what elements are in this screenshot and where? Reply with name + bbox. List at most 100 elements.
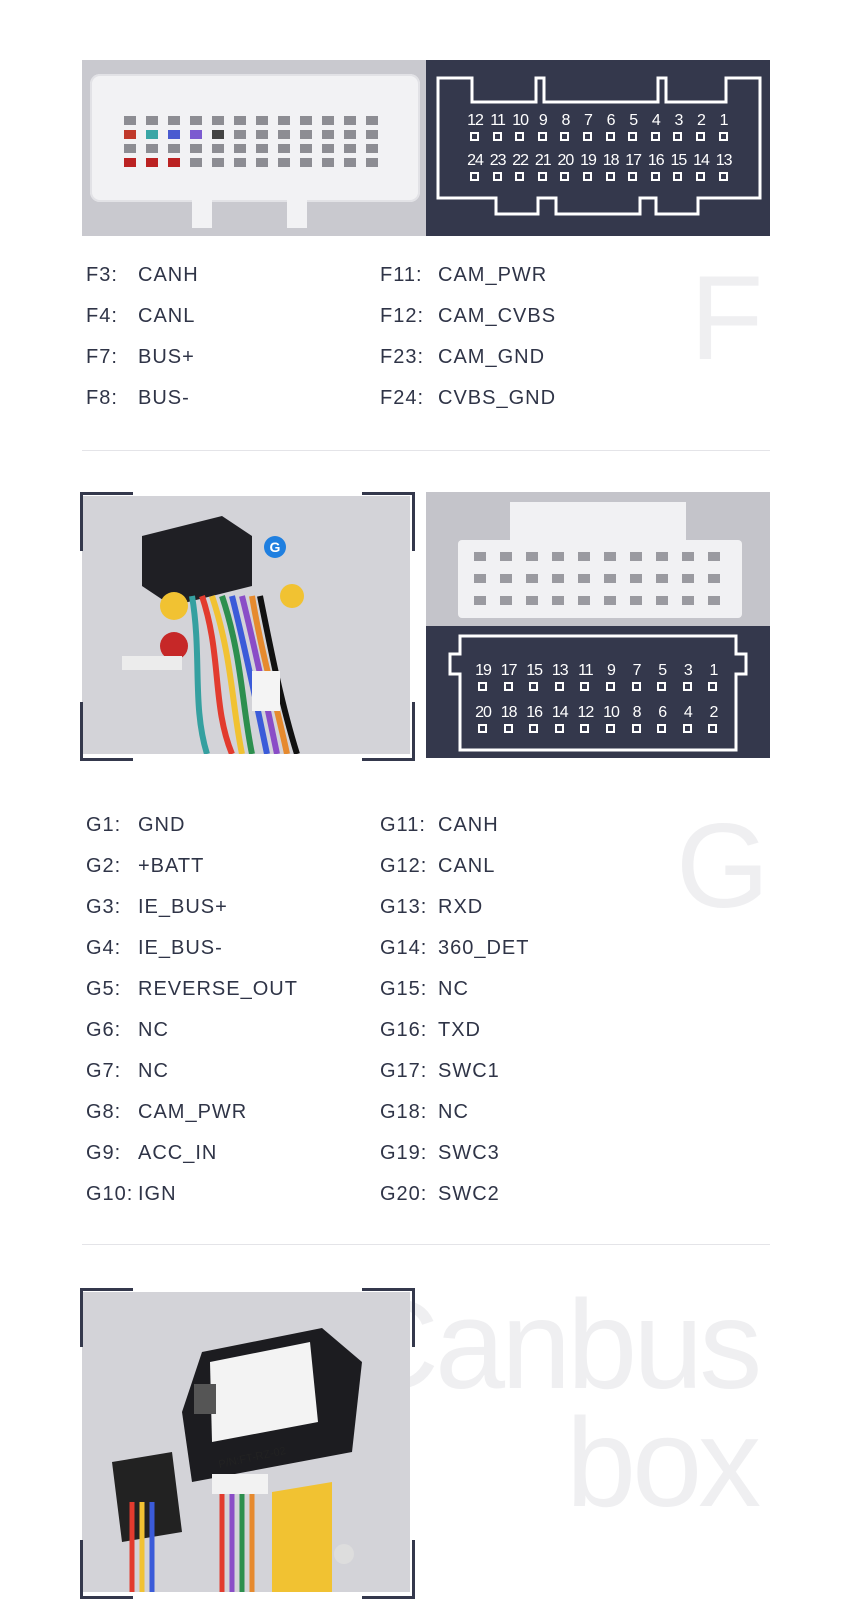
pin-socket	[657, 724, 667, 733]
pin-cavity	[234, 158, 246, 167]
pin-cavity	[278, 158, 290, 167]
pin-number: 11	[490, 112, 506, 129]
pin-label-row: G1:GND	[86, 814, 185, 837]
pin-number: 19	[580, 152, 597, 169]
pin-number: 8	[632, 704, 642, 721]
canbus-title-line1: Canbus	[348, 1274, 762, 1415]
pin-cavity	[146, 116, 158, 125]
signal-name: CAM_PWR	[438, 264, 548, 286]
pin-number: 14	[693, 152, 710, 169]
pin-socket	[650, 132, 660, 141]
signal-name: CANH	[138, 264, 199, 286]
signal-name: CANL	[438, 855, 496, 877]
pin-cavity	[278, 116, 290, 125]
pin-socket	[696, 172, 705, 181]
connector-g-outline	[448, 634, 748, 752]
pin-id: G20:	[380, 1183, 428, 1205]
pin-socket	[537, 132, 547, 141]
pin-cavity	[322, 144, 334, 153]
pin-socket	[470, 132, 479, 141]
pin-cavity	[552, 574, 564, 583]
pin-socket	[696, 132, 705, 141]
pin-socket	[673, 132, 683, 141]
pin-cavity	[146, 158, 158, 167]
pin-number: 3	[674, 112, 683, 129]
pin-label-row: G11:CANH	[380, 814, 499, 837]
pin-id: G15:	[380, 978, 428, 1000]
signal-name: TXD	[438, 1019, 481, 1041]
signal-name: NC	[138, 1060, 169, 1082]
pin-id: G9:	[86, 1142, 122, 1164]
pin-id: F3:	[86, 264, 118, 286]
connector-g-photo	[426, 492, 770, 626]
pin-socket	[682, 724, 692, 733]
pin-cavity	[500, 552, 512, 561]
pin-cavity	[500, 596, 512, 605]
signal-name: REVERSE_OUT	[138, 978, 298, 1000]
pin-socket	[605, 132, 615, 141]
pin-cavity	[604, 552, 616, 561]
pin-cavity	[190, 116, 202, 125]
pin-socket	[470, 172, 479, 181]
pin-number: 4	[683, 704, 693, 721]
pin-cavity	[708, 552, 720, 561]
pin-label-row: F7:BUS+	[86, 346, 195, 369]
pin-label-row: G20:SWC2	[380, 1183, 500, 1206]
signal-name: NC	[138, 1019, 169, 1041]
signal-name: CVBS_GND	[438, 387, 557, 409]
pin-cavity	[682, 596, 694, 605]
pin-cavity	[124, 130, 136, 139]
pin-number: 7	[632, 662, 642, 679]
pin-cavity	[656, 552, 668, 561]
pin-cavity	[656, 574, 668, 583]
connector-tab	[287, 200, 307, 228]
pin-cavity	[278, 130, 290, 139]
pin-cavity	[474, 574, 486, 583]
pin-cavity	[366, 116, 378, 125]
pin-socket	[580, 682, 590, 691]
harness-photo: G	[82, 496, 410, 754]
pin-cavity	[366, 158, 378, 167]
pin-id: F8:	[86, 387, 118, 409]
pin-cavity	[656, 596, 668, 605]
pin-label-row: F8:BUS-	[86, 387, 190, 410]
pin-id: F23:	[380, 346, 425, 368]
pin-cavity	[300, 116, 312, 125]
pin-label-row: F23:CAM_GND	[380, 346, 545, 369]
pin-id: G5:	[86, 978, 122, 1000]
pin-id: G18:	[380, 1101, 428, 1123]
pin-label-row: F3: CANH	[86, 264, 199, 287]
pin-socket	[554, 682, 564, 691]
pin-cavity	[124, 158, 136, 167]
frame-corner	[80, 702, 133, 761]
pin-cavity	[146, 130, 158, 139]
pin-label-row: G4:IE_BUS-	[86, 937, 223, 960]
pin-cavity	[604, 574, 616, 583]
pin-socket	[657, 682, 667, 691]
pin-number: 20	[475, 704, 492, 721]
pin-socket	[529, 682, 539, 691]
pin-socket	[580, 724, 590, 733]
pin-cavity	[322, 116, 334, 125]
pin-id: F12:	[380, 305, 425, 327]
pin-number: 10	[512, 112, 529, 129]
pin-label-row: G6:NC	[86, 1019, 169, 1042]
pin-socket	[560, 132, 570, 141]
pin-number: 6	[658, 704, 667, 721]
signal-name: IE_BUS-	[138, 937, 223, 959]
pin-cavity	[190, 144, 202, 153]
pin-socket	[708, 724, 718, 733]
pin-socket	[583, 172, 592, 181]
pin-cavity	[344, 116, 356, 125]
pin-label-row: F4:CANL	[86, 305, 195, 328]
pin-cavity	[526, 552, 538, 561]
pin-cavity	[256, 116, 268, 125]
pin-cavity	[526, 574, 538, 583]
pin-number: 17	[625, 152, 642, 169]
pin-cavity	[322, 130, 334, 139]
connector-tab	[192, 200, 212, 228]
pin-cavity	[190, 130, 202, 139]
pin-id: F24:	[380, 387, 425, 409]
pin-number: 6	[606, 112, 616, 129]
